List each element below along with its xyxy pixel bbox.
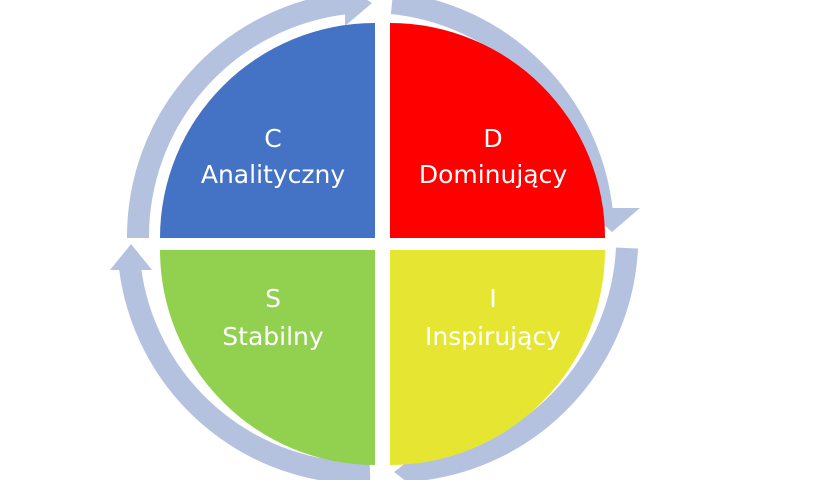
quadrant-i-letter: I	[489, 284, 496, 313]
ring-arc-bottom-right	[416, 247, 638, 481]
quadrant-d-label: Dominujący	[419, 160, 568, 189]
quadrant-d-dominujacy	[390, 23, 605, 238]
ring-arc-top-left	[126, 0, 350, 239]
quadrant-c-letter: C	[264, 124, 281, 153]
quadrant-i-inspirujacy	[390, 250, 605, 465]
quadrant-c-analityczny	[160, 23, 375, 238]
quadrant-c-label: Analityczny	[201, 160, 345, 189]
ring-arc-bottom-left	[119, 266, 371, 485]
quadrant-s-stabilny	[160, 250, 375, 465]
quadrant-s-letter: S	[265, 284, 281, 313]
quadrant-d-letter: D	[483, 124, 502, 153]
quadrant-i-label: Inspirujący	[425, 322, 561, 351]
quadrant-s-label: Stabilny	[222, 322, 324, 351]
arrow-head-top-left-icon	[345, 0, 372, 26]
arrow-head-bottom-left-icon	[110, 244, 152, 270]
